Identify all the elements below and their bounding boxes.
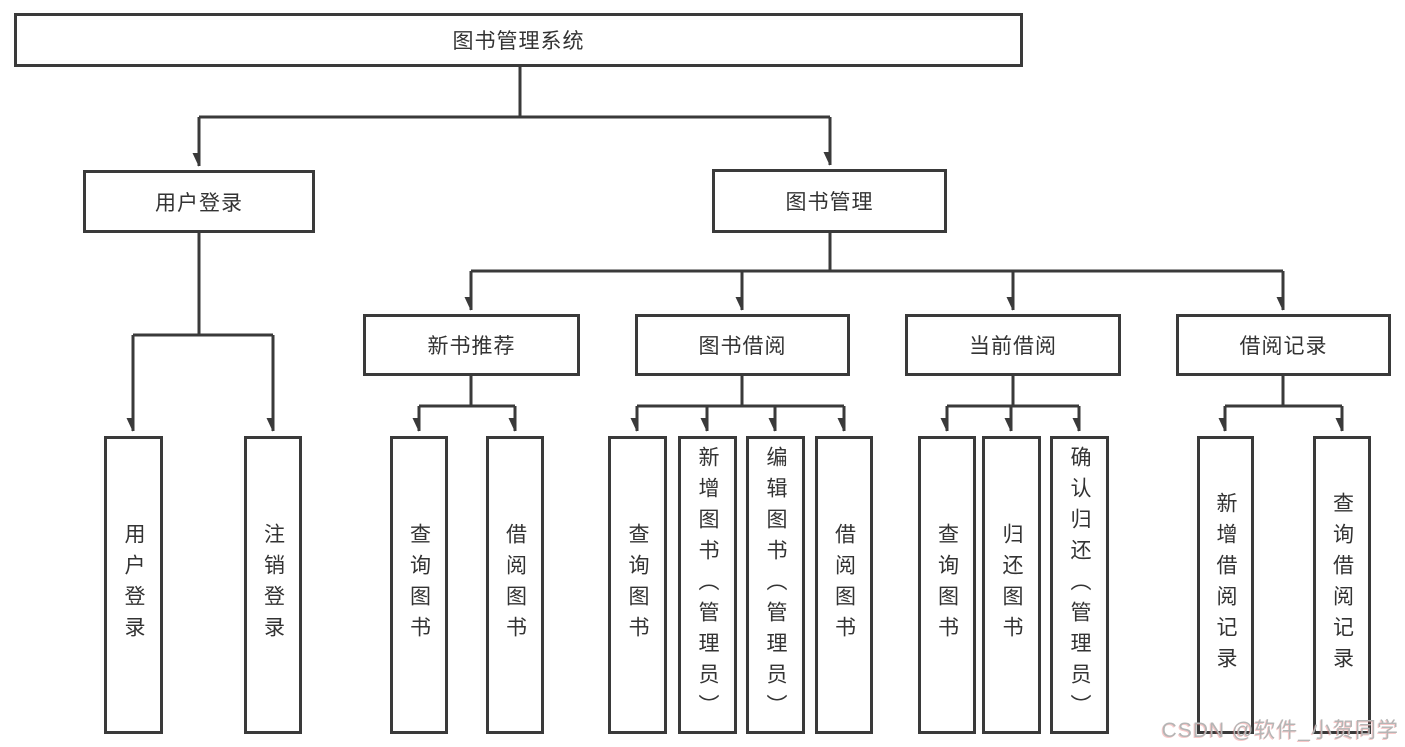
node-label: 新增图书（管理员） <box>696 445 719 725</box>
node-logout-login: 注销登录 <box>244 436 302 734</box>
node-label: 查询图书 <box>626 523 649 647</box>
node-label: 确认归还（管理员） <box>1068 445 1091 725</box>
node-return-book: 归还图书 <box>982 436 1041 734</box>
node-borrow-books-borrowing: 借阅图书 <box>815 436 873 734</box>
node-book-management: 图书管理 <box>712 169 947 233</box>
node-label: 图书管理 <box>785 191 874 214</box>
node-label: 查询图书 <box>935 523 959 647</box>
node-label: 借阅图书 <box>832 523 856 647</box>
node-label: 图书借阅 <box>698 335 787 358</box>
node-label: 当前借阅 <box>969 335 1057 358</box>
node-current-borrowing: 当前借阅 <box>905 314 1121 376</box>
node-borrow-books-recommendation: 借阅图书 <box>486 436 544 734</box>
node-label: 归还图书 <box>1000 523 1023 647</box>
node-label: 借阅图书 <box>503 523 527 647</box>
node-borrowing-records: 借阅记录 <box>1176 314 1391 376</box>
node-confirm-return-admin: 确认归还（管理员） <box>1050 436 1109 734</box>
node-new-book-recommendation: 新书推荐 <box>363 314 580 376</box>
node-label: 新增借阅记录 <box>1214 492 1237 678</box>
node-label: 用户登录 <box>122 523 145 647</box>
node-add-book-admin: 新增图书（管理员） <box>678 436 737 734</box>
node-label: 查询图书 <box>407 523 431 647</box>
node-query-books-recommendation: 查询图书 <box>390 436 448 734</box>
node-book-borrowing: 图书借阅 <box>635 314 850 376</box>
node-query-borrow-record: 查询借阅记录 <box>1313 436 1371 734</box>
node-edit-book-admin: 编辑图书（管理员） <box>746 436 805 734</box>
node-query-books-current: 查询图书 <box>918 436 976 734</box>
node-label: 借阅记录 <box>1239 335 1328 358</box>
node-label: 查询借阅记录 <box>1330 492 1354 678</box>
node-label: 注销登录 <box>261 523 285 647</box>
node-query-books-borrowing: 查询图书 <box>608 436 667 734</box>
node-add-borrow-record: 新增借阅记录 <box>1197 436 1254 734</box>
node-user-login: 用户登录 <box>83 170 315 233</box>
node-label: 图书管理系统 <box>452 30 585 53</box>
node-label: 新书推荐 <box>427 335 516 358</box>
node-user-login-action: 用户登录 <box>104 436 163 734</box>
node-label: 用户登录 <box>155 191 243 215</box>
node-label: 编辑图书（管理员） <box>764 445 787 725</box>
node-library-management-system: 图书管理系统 <box>14 13 1023 67</box>
